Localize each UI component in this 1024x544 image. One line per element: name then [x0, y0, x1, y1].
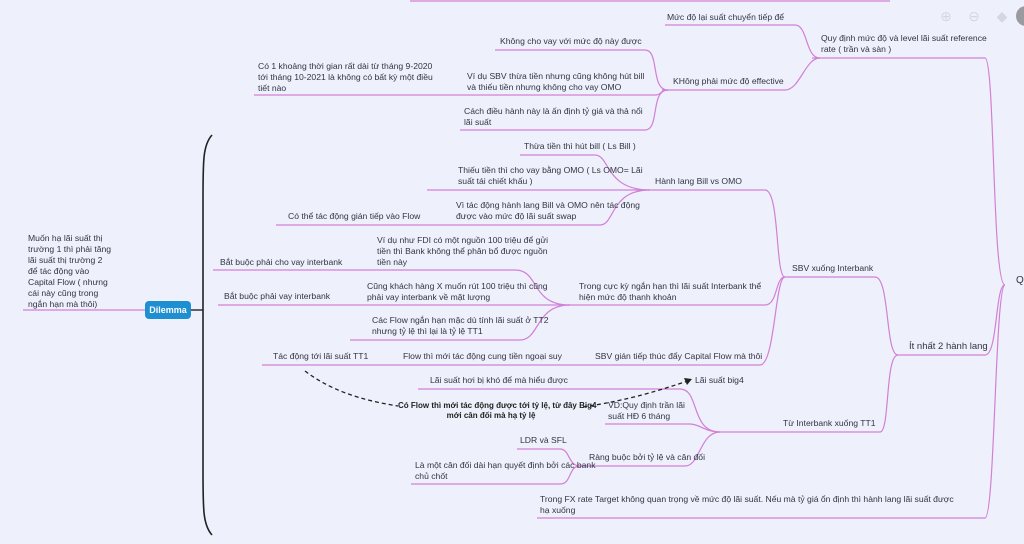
node-khong-phai-effective[interactable]: KHông phải mức độ effective — [673, 76, 784, 86]
node-text-line: Cũng khách hàng X muốn rút 100 triệu thì… — [367, 281, 548, 291]
node-text-line: Cách điều hành này là ấn định tỷ giá và … — [464, 106, 643, 116]
node-text-line: và thiếu tiền nhưng không cho vay OMO — [467, 82, 622, 92]
node-text-line: tiền này — [377, 257, 408, 267]
node-la-mot-can-doi[interactable]: Là một cân đối dài hạn quyết định bởi cá… — [415, 460, 596, 482]
node-text-line: Capital Flow ( nhưng — [28, 277, 108, 287]
node-text-line: hiện mức độ thanh khoản — [579, 292, 677, 302]
node-co-the-tac-dong[interactable]: Có thể tác động gián tiếp vào Flow — [288, 211, 421, 221]
node-text-line: để tác động vào — [28, 266, 90, 276]
node-rang-buoc[interactable]: Ràng buộc bởi tỷ lệ và cân đối — [589, 452, 705, 462]
node-dilemma[interactable]: Dilemma — [145, 301, 191, 319]
node-cung-khach-hang[interactable]: Cũng khách hàng X muốn rút 100 triệu thì… — [367, 281, 548, 303]
node-text-line: rate ( trần và sàn ) — [821, 44, 892, 54]
node-text-line: chủ chốt — [415, 471, 448, 481]
node-text-line: tiền thì Bank không thể phân bổ được ngu… — [377, 246, 548, 256]
node-text-line: Muốn hạ lãi suất thị — [28, 233, 103, 243]
node-text-line: Ví dụ như FDI có một nguồn 100 triệu để … — [377, 235, 549, 245]
node-hanh-lang-bill[interactable]: Hành lang Bill vs OMO — [655, 176, 742, 186]
node-text-line: Ví dụ SBV thừa tiền nhưng cũng không hút… — [467, 71, 645, 81]
node-thieu-tien[interactable]: Thiếu tiền thì cho vay bằng OMO ( Ls OMO… — [458, 165, 643, 187]
node-quy-dinh[interactable]: Quy định mức độ và level lãi suất refere… — [821, 33, 987, 55]
node-text-line: tới tháng 10-2021 là không có bất kỳ một… — [258, 72, 433, 82]
node-text-line: lãi suất thị trường 2 — [28, 255, 103, 265]
node-text-line: VD:Quy định trần lãi — [608, 400, 685, 410]
node-lai-suat-kho[interactable]: Lãi suất hơi bị khó để mà hiểu được — [430, 375, 568, 385]
node-text-line: Các Flow ngắn hạn mặc dù tính lãi suất ở… — [372, 315, 549, 325]
node-text-line: cái này cũng trong — [28, 288, 99, 298]
node-text-line: hạ xuống — [540, 505, 576, 515]
node-vi-tac-dong[interactable]: Vì tác động hành lang Bill và OMO nên tá… — [456, 200, 640, 222]
node-text-line: được vào mức độ lãi suất swap — [456, 211, 577, 221]
node-text-line: Là một cân đối dài hạn quyết định bởi cá… — [415, 460, 596, 470]
node-tu-interbank[interactable]: Từ Interbank xuống TT1 — [783, 418, 876, 428]
node-bat-buoc-cho-vay[interactable]: Bắt buộc phải cho vay interbank — [220, 257, 343, 267]
node-trong-fx-rate[interactable]: Trong FX rate Target không quan trọng về… — [540, 494, 954, 516]
node-text-line: Vì tác động hành lang Bill và OMO nên tá… — [456, 200, 640, 210]
node-text-line: tiết nào — [258, 83, 287, 93]
node-muon-ha[interactable]: Muốn hạ lãi suất thị trường 1 thì phải t… — [28, 233, 111, 310]
node-q[interactable]: Q — [1016, 275, 1024, 286]
node-trong-cuc-ky[interactable]: Trong cực kỳ ngắn hạn thì lãi suất Inter… — [579, 281, 761, 303]
node-cac-flow[interactable]: Các Flow ngắn hạn mặc dù tính lãi suất ở… — [372, 315, 549, 337]
node-text-line: lãi suất — [464, 117, 492, 127]
node-text-line: suất tái chiết khấu ) — [458, 176, 533, 186]
node-text-line: Trong FX rate Target không quan trọng về… — [540, 494, 954, 504]
node-vi-du-sbv[interactable]: Ví dụ SBV thừa tiền nhưng cũng không hút… — [467, 71, 644, 93]
node-co-1-khoang[interactable]: Có 1 khoảng thời gian rất dài từ tháng 9… — [258, 61, 433, 94]
node-text-line: Có Flow thì mới tác động được tới tỷ lệ,… — [398, 401, 597, 410]
node-sbv-xuong-interbank[interactable]: SBV xuống Interbank — [792, 263, 874, 273]
node-muc-do-lai-suat[interactable]: Mức độ lại suất chuyển tiếp để — [667, 12, 785, 22]
zoom-in-icon[interactable]: ⊕ — [940, 8, 952, 24]
relationship-annotation[interactable]: Có Flow thì mới tác động được tới tỷ lệ,… — [398, 401, 597, 421]
node-khong-cho-vay[interactable]: Không cho vay với mức độ này được — [500, 36, 642, 46]
node-thua-tien[interactable]: Thừa tiền thì hút bill ( Ls Bill ) — [524, 141, 636, 151]
node-text-line: suất HĐ 6 tháng — [608, 411, 671, 421]
node-text-line: Có 1 khoảng thời gian rất dài từ tháng 9… — [258, 61, 433, 71]
node-text-line: Thiếu tiền thì cho vay bằng OMO ( Ls OMO… — [458, 165, 643, 175]
node-text-line: Trong cực kỳ ngắn hạn thì lãi suất Inter… — [579, 281, 762, 291]
node-text-line: trường 1 thì phải tăng — [28, 244, 112, 254]
node-ldr-sfl[interactable]: LDR và SFL — [520, 435, 567, 445]
tag-icon[interactable]: ◆ — [996, 8, 1008, 24]
node-text-line: phải vay interbank về mặt lượng — [367, 292, 491, 302]
node-bat-buoc-vay[interactable]: Bắt buộc phải vay interbank — [224, 291, 331, 301]
node-sbv-gian-tiep[interactable]: SBV gián tiếp thúc đẩy Capital Flow mà t… — [595, 351, 763, 361]
node-text-line: mới cân đối mà hạ tỷ lệ — [446, 411, 536, 420]
node-lai-suat-big4[interactable]: Lãi suất big4 — [695, 375, 744, 385]
node-tac-dong-tt1[interactable]: Tác động tới lãi suất TT1 — [273, 351, 369, 361]
node-text-line: ngắn hạn mà thôi) — [28, 299, 98, 309]
node-flow-thi-moi[interactable]: Flow thì mới tác động cung tiền ngoại su… — [403, 351, 562, 361]
avatar[interactable] — [1016, 6, 1024, 26]
zoom-out-icon[interactable]: ⊖ — [968, 8, 980, 24]
node-text-line: nhưng tỷ lệ thì lại là tỷ lệ TT1 — [372, 326, 483, 336]
node-text-line: Quy định mức độ và level lãi suất refere… — [821, 33, 987, 43]
node-it-nhat-2-hanh-lang[interactable]: Ít nhất 2 hành lang — [909, 341, 988, 352]
node-vi-du-fdi[interactable]: Ví dụ như FDI có một nguồn 100 triệu để … — [377, 235, 548, 268]
node-cach-dieu-hanh[interactable]: Cách điều hành này là ấn định tỷ giá và … — [464, 106, 643, 128]
